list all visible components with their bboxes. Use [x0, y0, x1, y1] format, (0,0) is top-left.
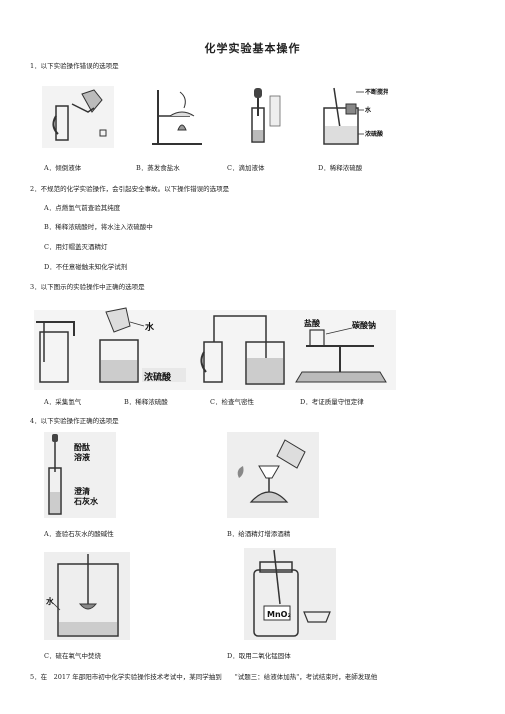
label-na2co3: 碳酸钠 [352, 320, 376, 330]
q1-option-a[interactable]: A．倾倒液体 [44, 164, 82, 172]
q2-option-c[interactable]: C．用灯帽盖灭酒精灯 [44, 243, 108, 251]
question-5-stem: 5．在 2017 年邵阳市初中化学实验操作技术考试中，某同学抽到 "试题三：给液… [30, 673, 378, 681]
question-4-stem: 4．以下实验操作正确的选项是 [30, 417, 119, 425]
label-water: 水 [45, 596, 55, 606]
label-stir: 不断搅拌 [365, 88, 388, 96]
label-water: 水 [145, 321, 155, 333]
q1-option-b[interactable]: B．蒸发食盐水 [136, 164, 180, 172]
q2-option-b[interactable]: B．稀释浓硫酸时，将水注入浓硫酸中 [44, 223, 153, 231]
label-hcl: 盐酸 [304, 318, 321, 328]
q1-figure-c [246, 86, 286, 148]
q1-option-c[interactable]: C．滴加液体 [227, 164, 265, 172]
label-acid: 浓硫酸 [144, 371, 172, 383]
q2-option-d[interactable]: D．不任意碰触未知化学试剂 [44, 263, 128, 271]
q4-figure-c: 水 [44, 552, 130, 640]
q4-option-d[interactable]: D．取用二氧化锰固体 [227, 652, 291, 660]
q2-option-a[interactable]: A．点燃氢气前查验其纯度 [44, 204, 121, 212]
q1-option-d[interactable]: D．稀释浓硫酸 [318, 164, 363, 172]
q4-option-c[interactable]: C．硫在氧气中焚烧 [44, 652, 101, 660]
label-phenol: 酚酞 [74, 442, 90, 452]
label-mno2: MnO₂ [267, 610, 291, 619]
q1-figure-b [150, 86, 206, 148]
q1-figure-a [42, 86, 114, 148]
q4-figure-a: 酚酞 溶液 澄清 石灰水 [44, 432, 116, 518]
q3-option-d[interactable]: D．考证质量守恒定律 [300, 398, 364, 406]
label-limewater: 石灰水 [73, 496, 99, 506]
q3-option-b[interactable]: B．稀释浓硫酸 [124, 398, 168, 406]
q4-option-b[interactable]: B．给酒精灯增添酒精 [227, 530, 291, 538]
q4-option-a[interactable]: A．查验石灰水的酸碱性 [44, 530, 114, 538]
q4-figure-d: MnO₂ [244, 548, 336, 640]
label-acid: 浓硫酸 [365, 130, 384, 138]
question-1-stem: 1．以下实验操作错误的选项是 [30, 62, 119, 70]
q4-figure-b [227, 432, 319, 518]
question-2-stem: 2．不规范的化学实验操作，会引起安全事故。以下操作错误的选项是 [30, 185, 230, 193]
label-water: 水 [365, 106, 372, 114]
label-clear: 澄清 [74, 486, 90, 496]
q1-figure-d: 不断搅拌 水 浓硫酸 [318, 84, 388, 148]
q3-figure-strip: 水 浓硫酸 盐酸 碳酸钠 [34, 302, 396, 392]
page-title: 化学实验基本操作 [204, 42, 301, 55]
question-3-stem: 3．以下图示的实验操作中正确的选项是 [30, 283, 145, 291]
q3-option-a[interactable]: A．采集氢气 [44, 398, 82, 406]
label-solution: 溶液 [74, 452, 90, 462]
q3-option-c[interactable]: C．检查气密性 [210, 398, 254, 406]
